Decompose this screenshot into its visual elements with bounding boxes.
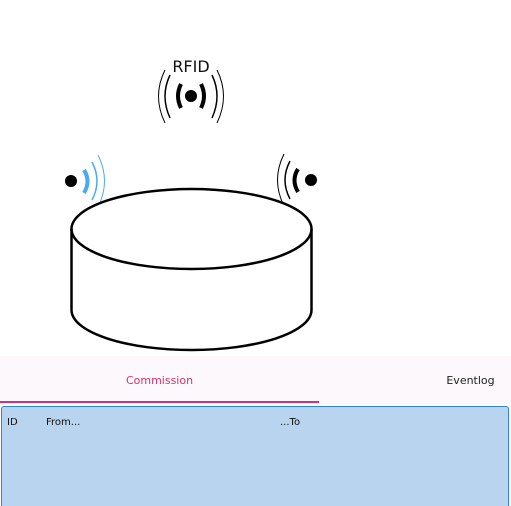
commission-table[interactable]: ID From... ...To [1,406,509,506]
rfid-antenna-icon: RFID [158,57,224,124]
cylinder-object-icon [70,187,313,352]
column-header-id[interactable]: ID [7,417,18,428]
tab-commission-label: Commission [125,373,194,387]
tab-bar: Commission Eventlog [0,356,511,404]
rfid-illustration-svg: RFID [65,57,317,352]
tab-eventlog[interactable]: Eventlog [430,356,511,404]
tab-commission[interactable]: Commission [0,356,319,404]
left-reader-signal-icon [65,154,105,208]
column-header-from[interactable]: From... [46,417,81,428]
tab-eventlog-label: Eventlog [446,373,495,387]
rfid-label: RFID [172,57,209,76]
active-tab-indicator [0,401,319,403]
right-reader-signal-icon [277,153,317,207]
column-header-to[interactable]: ...To [280,417,301,428]
rfid-illustration: RFID [65,57,317,352]
